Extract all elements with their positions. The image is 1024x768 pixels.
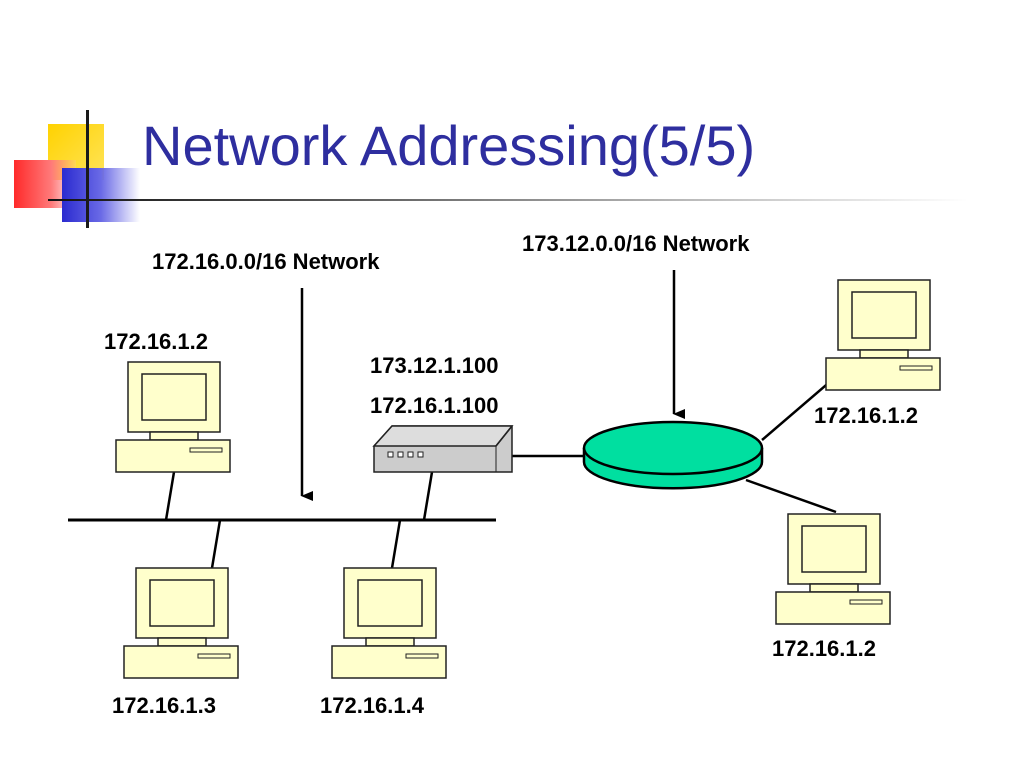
host-top-left-label: 172.16.1.2: [104, 329, 208, 354]
host-bottom-2-computer-icon: [331, 567, 447, 679]
cable-host-3: [210, 519, 222, 569]
right-network-label: 173.12.0.0/16 Network: [522, 231, 750, 256]
cable-router-bus: [422, 471, 434, 521]
host-right-top-computer-icon: [825, 279, 941, 391]
router-icon: [372, 425, 514, 473]
host-bottom-2-label: 172.16.1.4: [320, 693, 424, 718]
cable-host-4: [390, 519, 402, 569]
host-right-top-label: 172.16.1.2: [814, 403, 918, 428]
left-network-label: 172.16.0.0/16 Network: [152, 249, 380, 274]
host-right-bottom-label: 172.16.1.2: [772, 636, 876, 661]
cable-top-left-host: [164, 471, 176, 521]
title-underline: [48, 199, 968, 201]
decor-blue-square: [62, 168, 140, 222]
cable-right-bottom-host: [745, 478, 837, 514]
decor-vertical-line: [86, 110, 89, 228]
router-ip-internal: 172.16.1.100: [370, 393, 499, 418]
host-top-left-computer-icon: [115, 361, 231, 473]
cable-right-top-host: [761, 379, 833, 441]
host-bottom-1-computer-icon: [123, 567, 239, 679]
network-cloud-disk: [582, 420, 764, 490]
host-bottom-1-label: 172.16.1.3: [112, 693, 216, 718]
slide-title: Network Addressing(5/5): [142, 114, 756, 177]
host-right-bottom-computer-icon: [775, 513, 891, 625]
router-ip-external: 173.12.1.100: [370, 353, 499, 378]
